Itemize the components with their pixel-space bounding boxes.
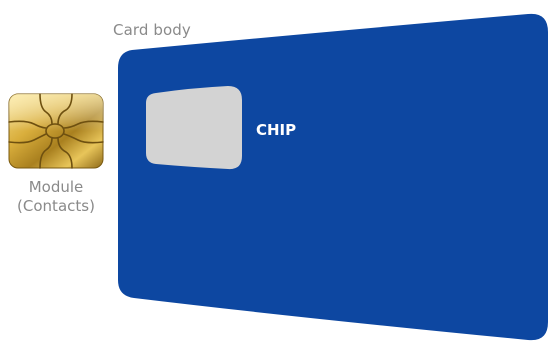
module-label: Module (Contacts) bbox=[14, 178, 98, 216]
module-label-line2: (Contacts) bbox=[14, 197, 98, 216]
module-contacts-icon bbox=[9, 94, 103, 168]
chip-area bbox=[146, 86, 242, 169]
card-body-label: Card body bbox=[113, 21, 191, 39]
card-body-shape bbox=[118, 14, 548, 340]
chip-label: CHIP bbox=[256, 121, 296, 139]
module-label-line1: Module bbox=[14, 178, 98, 197]
